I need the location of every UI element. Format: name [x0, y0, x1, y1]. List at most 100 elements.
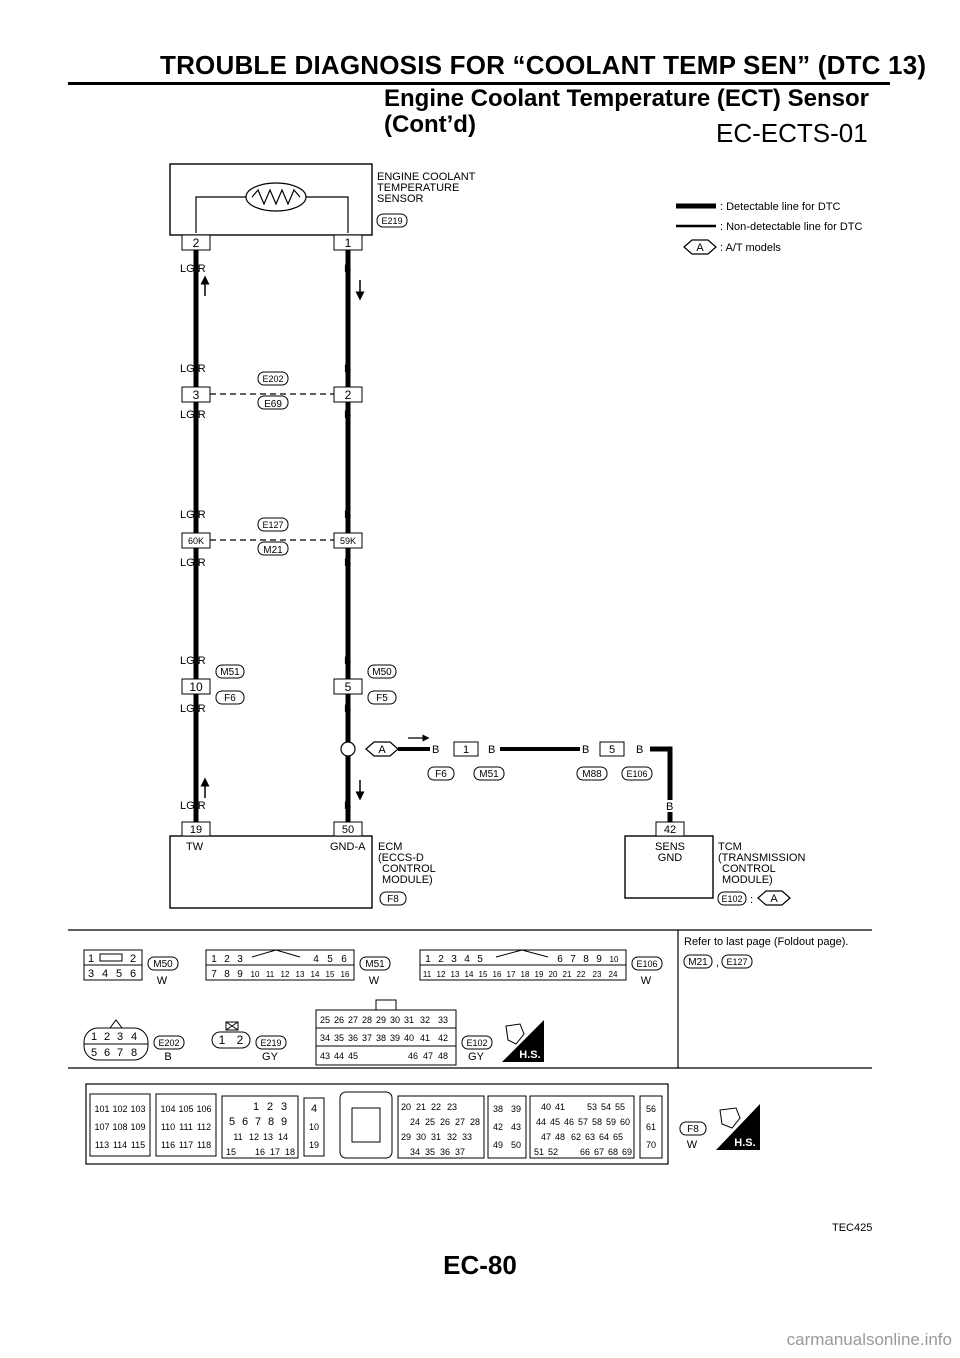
svg-text:4: 4: [313, 954, 319, 965]
svg-text:113: 113: [95, 1140, 109, 1150]
j2-pin-right: 59K: [340, 536, 356, 546]
svg-text:43: 43: [320, 1051, 330, 1061]
svg-text:17: 17: [270, 1147, 280, 1157]
svg-text:5: 5: [116, 968, 122, 980]
svg-text:1: 1: [211, 954, 217, 965]
svg-text:20: 20: [549, 970, 558, 979]
svg-text:4: 4: [311, 1103, 317, 1115]
svg-text:45: 45: [550, 1117, 560, 1127]
wire-label-b: B: [344, 263, 351, 275]
svg-text:5: 5: [327, 954, 333, 965]
svg-text:1: 1: [253, 1101, 259, 1113]
svg-text:13: 13: [296, 970, 305, 979]
svg-text:8: 8: [224, 969, 230, 980]
ecm-connector: F8: [387, 894, 399, 905]
j2-pin-left: 60K: [188, 536, 204, 546]
ecm-tw: TW: [186, 841, 204, 853]
svg-text:52: 52: [548, 1147, 558, 1157]
svg-text:37: 37: [362, 1033, 372, 1043]
svg-text:9: 9: [596, 954, 602, 965]
svg-text:3: 3: [237, 954, 243, 965]
tcm-label-4: MODULE): [722, 874, 773, 886]
svg-text:102: 102: [112, 1104, 127, 1114]
svg-text:35: 35: [425, 1147, 435, 1157]
svg-text:2: 2: [130, 953, 136, 965]
svg-text:29: 29: [401, 1132, 411, 1142]
svg-text:6: 6: [104, 1047, 110, 1059]
svg-text:115: 115: [131, 1140, 145, 1150]
svg-text:56: 56: [646, 1104, 656, 1114]
svg-text:39: 39: [390, 1033, 400, 1043]
svg-text:10: 10: [610, 955, 619, 964]
svg-text:3: 3: [117, 1031, 123, 1043]
svg-text:4: 4: [464, 954, 470, 965]
tcm-pin-42: 42: [664, 824, 676, 836]
wire-label-lgr: LG/R: [180, 509, 206, 521]
svg-text:11: 11: [266, 970, 275, 979]
svg-text:12: 12: [281, 970, 290, 979]
svg-text:12: 12: [249, 1132, 259, 1142]
wire-label-b: B: [344, 557, 351, 569]
ecm-label-3: CONTROL: [382, 863, 436, 875]
svg-text:3: 3: [451, 954, 457, 965]
svg-text:15: 15: [326, 970, 335, 979]
svg-text:2: 2: [267, 1101, 273, 1113]
svg-text:104: 104: [160, 1104, 175, 1114]
svg-text:20: 20: [401, 1102, 411, 1112]
svg-text:43: 43: [511, 1122, 521, 1132]
svg-text:116: 116: [161, 1140, 175, 1150]
svg-text:25: 25: [425, 1117, 435, 1127]
svg-text:8: 8: [268, 1116, 274, 1128]
f8-name: F8: [687, 1124, 699, 1135]
legend-at-models: : A/T models: [720, 242, 781, 254]
svg-text:14: 14: [311, 970, 320, 979]
branch-at-tag: A: [378, 744, 386, 756]
junction-e202-e69: 3 2 E202 E69: [181, 371, 363, 410]
svg-text:68: 68: [608, 1147, 618, 1157]
svg-text:53: 53: [587, 1102, 597, 1112]
j3-right-bottom: F5: [376, 693, 388, 704]
legend-detectable: : Detectable line for DTC: [720, 201, 840, 213]
svg-text:23: 23: [447, 1102, 457, 1112]
wire-label-lgr: LG/R: [180, 800, 206, 812]
svg-text:24: 24: [609, 970, 618, 979]
branch-pin-5: 5: [609, 744, 615, 756]
ecm-module: 19 50 TW GND-A ECM (ECCS-D CONTROL MODUL…: [169, 821, 436, 909]
tcm-colon: :: [750, 894, 753, 906]
svg-text:23: 23: [593, 970, 602, 979]
ecm-pin-19: 19: [190, 824, 202, 836]
e106-color: W: [641, 975, 652, 987]
at-branch: A B 1 B B 5 B B F6 M51 M88 E106: [340, 734, 673, 822]
svg-text:7: 7: [117, 1047, 123, 1059]
svg-text:28: 28: [362, 1015, 372, 1025]
branch-wire-b: B: [432, 744, 439, 756]
svg-text:1: 1: [91, 1031, 97, 1043]
svg-text:22: 22: [577, 970, 586, 979]
svg-text:3: 3: [281, 1101, 287, 1113]
svg-text:111: 111: [179, 1122, 193, 1132]
m51-color: W: [369, 975, 380, 987]
sensor-connector: E219: [381, 216, 402, 226]
svg-text:8: 8: [131, 1047, 137, 1059]
branch-conn-f6: F6: [435, 769, 447, 780]
tcm-connector: E102: [721, 894, 742, 904]
svg-text:106: 106: [196, 1104, 211, 1114]
j3-right-top: M50: [372, 667, 392, 678]
svg-text:47: 47: [541, 1132, 551, 1142]
svg-text:24: 24: [410, 1117, 420, 1127]
svg-text:22: 22: [431, 1102, 441, 1112]
wire-label-b: B: [344, 655, 351, 667]
svg-text:26: 26: [334, 1015, 344, 1025]
branch-wire-b: B: [582, 744, 589, 756]
section-subtitle: Engine Coolant Temperature (ECT) Sensor …: [384, 86, 869, 138]
svg-text:13: 13: [263, 1132, 273, 1142]
tcm-gnd: GND: [658, 852, 683, 864]
svg-text:6: 6: [557, 954, 563, 965]
svg-text:25: 25: [320, 1015, 330, 1025]
wire-label-lgr: LG/R: [180, 703, 206, 715]
wire-label-lgr: LG/R: [180, 409, 206, 421]
at-symbol-shape: [683, 239, 717, 255]
svg-text:17: 17: [507, 970, 516, 979]
refer-e127: E127: [726, 957, 747, 967]
